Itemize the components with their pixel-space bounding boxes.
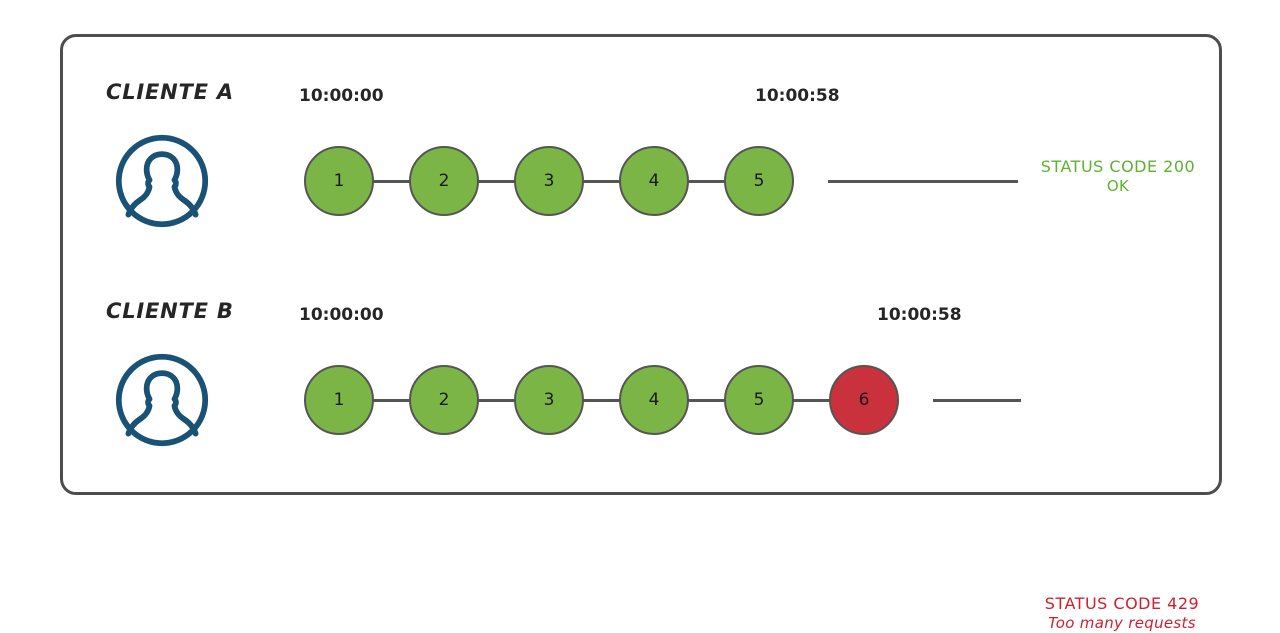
diagram-canvas: CLIENTE A 10:00:00 10:00:58 1 2 3 4 5: [60, 34, 1222, 632]
status-message-b: Too many requests: [1048, 614, 1196, 632]
request-node[interactable]: 3: [514, 365, 584, 435]
status-code-a: STATUS CODE 200: [1040, 157, 1196, 176]
request-node[interactable]: 5: [724, 365, 794, 435]
request-node[interactable]: 1: [304, 365, 374, 435]
diagram-frame: [60, 34, 1222, 495]
request-node[interactable]: 3: [514, 146, 584, 216]
status-badge-b: STATUS CODE 429 Too many requests: [1022, 594, 1222, 633]
connector-a-2: [477, 180, 516, 183]
request-node[interactable]: 5: [724, 146, 794, 216]
connector-a-3: [582, 180, 621, 183]
request-node[interactable]: 1: [304, 146, 374, 216]
timestamp-start-a: 10:00:00: [299, 86, 384, 106]
connector-a-1: [372, 180, 411, 183]
user-avatar-icon: [114, 352, 210, 448]
connector-b-5: [792, 399, 831, 402]
timestamp-start-b: 10:00:00: [299, 305, 384, 325]
timestamp-end-b: 10:00:58: [877, 305, 962, 325]
connector-b-4: [687, 399, 726, 402]
connector-b-1: [372, 399, 411, 402]
status-badge-a: STATUS CODE 200 OK: [1020, 157, 1216, 196]
timestamp-end-a: 10:00:58: [755, 86, 840, 106]
status-code-b: STATUS CODE 429: [1044, 594, 1200, 613]
client-label-b: CLIENTE B: [106, 299, 234, 323]
connector-a-4: [687, 180, 726, 183]
client-label-a: CLIENTE A: [106, 80, 234, 104]
request-node-rejected[interactable]: 6: [829, 365, 899, 435]
connector-b-3: [582, 399, 621, 402]
connector-tail-b: [933, 399, 1021, 402]
connector-b-2: [477, 399, 516, 402]
request-node[interactable]: 4: [619, 365, 689, 435]
status-message-a: OK: [1106, 177, 1130, 195]
request-node[interactable]: 2: [409, 365, 479, 435]
connector-tail-a: [828, 180, 1018, 183]
request-node[interactable]: 2: [409, 146, 479, 216]
request-node[interactable]: 4: [619, 146, 689, 216]
user-avatar-icon: [114, 133, 210, 229]
